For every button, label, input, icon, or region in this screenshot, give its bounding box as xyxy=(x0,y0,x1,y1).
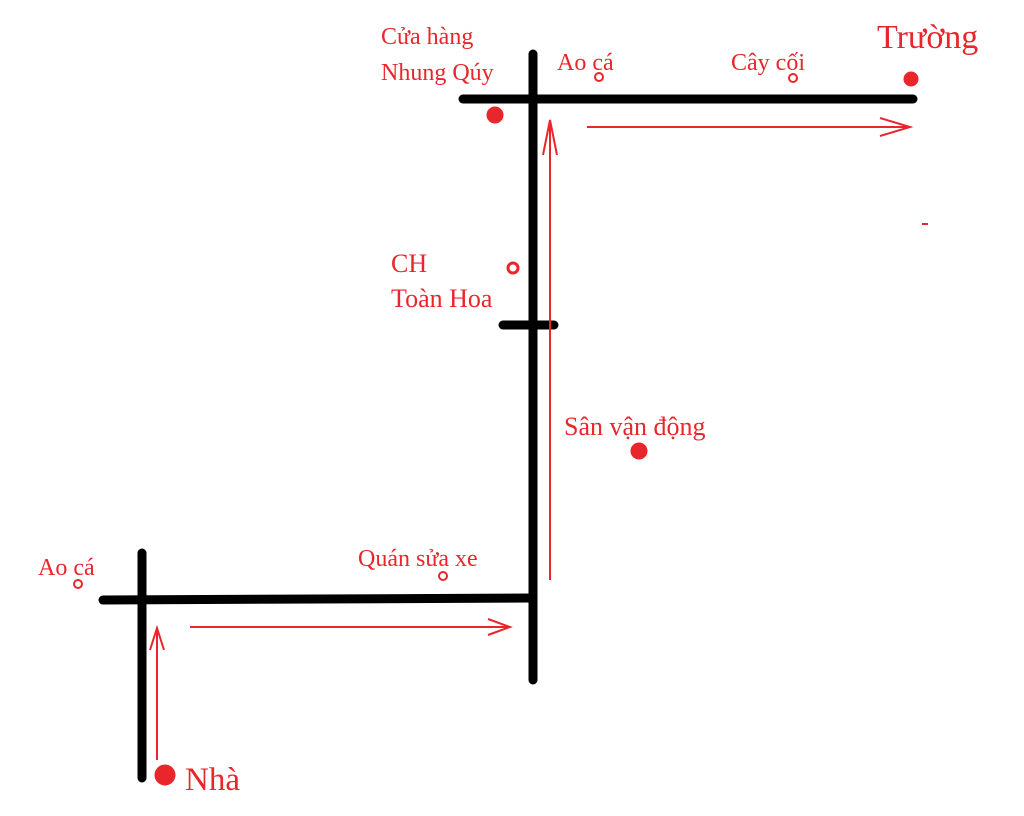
road-bottom-horizontal xyxy=(98,593,538,605)
route-arrows xyxy=(149,117,914,760)
shop-toan-hoa-label-line1: CH xyxy=(391,249,427,278)
route-arrow-right-bottom xyxy=(190,618,513,636)
home-marker xyxy=(154,764,176,786)
home-label: Nhà xyxy=(185,762,240,798)
shop-nhung-quy-label-line1: Cửa hàng xyxy=(381,24,473,50)
route-arrow-up-from-home xyxy=(149,624,165,760)
stadium-label: Sân vận động xyxy=(564,412,706,441)
pond-top-marker xyxy=(594,72,604,82)
shop-nhung-quy-label-line2: Nhung Qúy xyxy=(381,60,494,86)
pond-left-label: Ao cá xyxy=(38,555,95,581)
shop-toan-hoa-label-line2: Toàn Hoa xyxy=(391,284,493,313)
route-arrow-right-top xyxy=(587,117,914,137)
school-label: Trường xyxy=(877,19,978,56)
trees-marker xyxy=(788,73,798,83)
pond-top-label: Ao cá xyxy=(557,50,614,76)
stadium-marker xyxy=(630,442,648,460)
school-marker xyxy=(903,71,919,87)
repair-shop-label: Quán sửa xe xyxy=(358,546,478,572)
labels: Nhà Trường Ao cá Quán sửa xe Sân vận độn… xyxy=(38,19,978,798)
markers xyxy=(73,71,928,786)
roads xyxy=(98,49,918,783)
repair-shop-marker xyxy=(438,571,448,581)
trees-label: Cây cối xyxy=(731,50,805,76)
shop-nhung-quy-marker xyxy=(486,106,504,124)
shop-toan-hoa-marker xyxy=(506,261,520,275)
route-arrow-up-main xyxy=(542,119,558,580)
pond-left-marker xyxy=(73,579,83,589)
